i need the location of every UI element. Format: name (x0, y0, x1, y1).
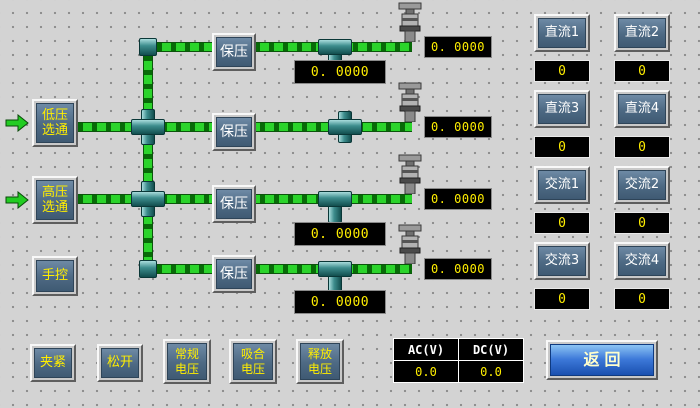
flow-arrow-icon (5, 113, 29, 136)
sensor-pressure-display-3: 0. 0000 (424, 188, 492, 210)
release-voltage-label: 电压 (307, 361, 332, 376)
release-button[interactable]: 松开 (97, 344, 143, 382)
line-pressure-display-3: 0. 0000 (294, 222, 386, 246)
pipe-cross-left-row2 (131, 119, 165, 135)
dc-voltage-header: DC(V) (458, 338, 524, 361)
channel-label: 直流3 (544, 101, 580, 117)
channel-button-dc4[interactable]: 直流4 (614, 90, 670, 128)
channel-label: 直流2 (624, 25, 660, 41)
channel-label: 交流2 (624, 177, 660, 193)
pressure-sensor-icon (397, 2, 423, 46)
sensor-pressure-display-1: 0. 0000 (424, 36, 492, 58)
low-voltage-select-label: 选通 (41, 123, 68, 138)
hold-pressure-label: 保压 (220, 265, 248, 282)
channel-label: 直流1 (544, 25, 580, 41)
pipe-tee-row3 (318, 191, 352, 207)
hold-pressure-button-4[interactable]: 保压 (212, 255, 256, 293)
release-voltage-button[interactable]: 释放 电压 (296, 339, 344, 384)
sensor-pressure-display-2: 0. 0000 (424, 116, 492, 138)
normal-voltage-button[interactable]: 常规 电压 (163, 339, 211, 384)
line-pressure-display-1: 0. 0000 (294, 60, 386, 84)
manual-control-label: 手控 (41, 268, 68, 284)
pressure-sensor-icon (397, 82, 423, 126)
high-voltage-select-label: 选通 (41, 200, 68, 215)
channel-display-ac1: 0 (534, 212, 590, 234)
voltage-table: AC(V) DC(V) 0.0 0.0 (393, 338, 524, 383)
low-voltage-select-label: 低压 (41, 107, 68, 123)
hold-pressure-label: 保压 (220, 123, 248, 140)
hold-pressure-button-1[interactable]: 保压 (212, 33, 256, 71)
pipe-elbow-bottom (139, 260, 157, 278)
hold-pressure-label: 保压 (220, 43, 248, 60)
line-pressure-display-4: 0. 0000 (294, 290, 386, 314)
pickup-voltage-label: 电压 (240, 361, 265, 376)
channel-button-dc3[interactable]: 直流3 (534, 90, 590, 128)
pipe-elbow-top (139, 38, 157, 56)
high-voltage-select-label: 高压 (41, 184, 68, 200)
channel-display-dc4: 0 (614, 136, 670, 158)
channel-label: 直流4 (624, 101, 660, 117)
normal-voltage-label: 电压 (174, 361, 199, 376)
normal-voltage-label: 常规 (174, 347, 199, 362)
hold-pressure-button-2[interactable]: 保压 (212, 113, 256, 151)
channel-button-ac3[interactable]: 交流3 (534, 242, 590, 280)
channel-display-dc1: 0 (534, 60, 590, 82)
pipe-row-4 (143, 264, 412, 274)
clamp-label: 夹紧 (39, 355, 66, 371)
channel-display-dc3: 0 (534, 136, 590, 158)
channel-display-ac4: 0 (614, 288, 670, 310)
ac-voltage-value: 0.0 (393, 360, 459, 383)
pipe-cross-left-row3 (131, 191, 165, 207)
pipe-main-vertical (143, 42, 153, 274)
release-label: 松开 (106, 355, 133, 371)
channel-display-ac3: 0 (534, 288, 590, 310)
channel-display-ac2: 0 (614, 212, 670, 234)
hold-pressure-button-3[interactable]: 保压 (212, 185, 256, 223)
channel-label: 交流4 (624, 253, 660, 269)
return-label: 返回 (583, 349, 626, 369)
pipe-row-1 (143, 42, 412, 52)
low-voltage-select-button[interactable]: 低压 选通 (32, 99, 78, 147)
channel-label: 交流1 (544, 177, 580, 193)
pressure-sensor-icon (397, 154, 423, 198)
channel-display-dc2: 0 (614, 60, 670, 82)
dc-voltage-value: 0.0 (458, 360, 524, 383)
ac-voltage-header: AC(V) (393, 338, 459, 361)
pressure-sensor-icon (397, 224, 423, 268)
pipe-tee-row4 (318, 261, 352, 277)
hold-pressure-label: 保压 (220, 195, 248, 212)
pipe-cross-row2 (328, 119, 362, 135)
release-voltage-label: 释放 (307, 347, 332, 362)
manual-control-button[interactable]: 手控 (32, 256, 78, 296)
channel-button-ac4[interactable]: 交流4 (614, 242, 670, 280)
flow-arrow-icon (5, 190, 29, 213)
channel-button-ac2[interactable]: 交流2 (614, 166, 670, 204)
clamp-button[interactable]: 夹紧 (30, 344, 76, 382)
channel-button-ac1[interactable]: 交流1 (534, 166, 590, 204)
pipe-tee-row1 (318, 39, 352, 55)
channel-button-dc1[interactable]: 直流1 (534, 14, 590, 52)
channel-button-dc2[interactable]: 直流2 (614, 14, 670, 52)
high-voltage-select-button[interactable]: 高压 选通 (32, 176, 78, 224)
pickup-voltage-label: 吸合 (240, 347, 265, 362)
return-button[interactable]: 返回 (546, 340, 658, 380)
channel-label: 交流3 (544, 253, 580, 269)
pickup-voltage-button[interactable]: 吸合 电压 (229, 339, 277, 384)
sensor-pressure-display-4: 0. 0000 (424, 258, 492, 280)
